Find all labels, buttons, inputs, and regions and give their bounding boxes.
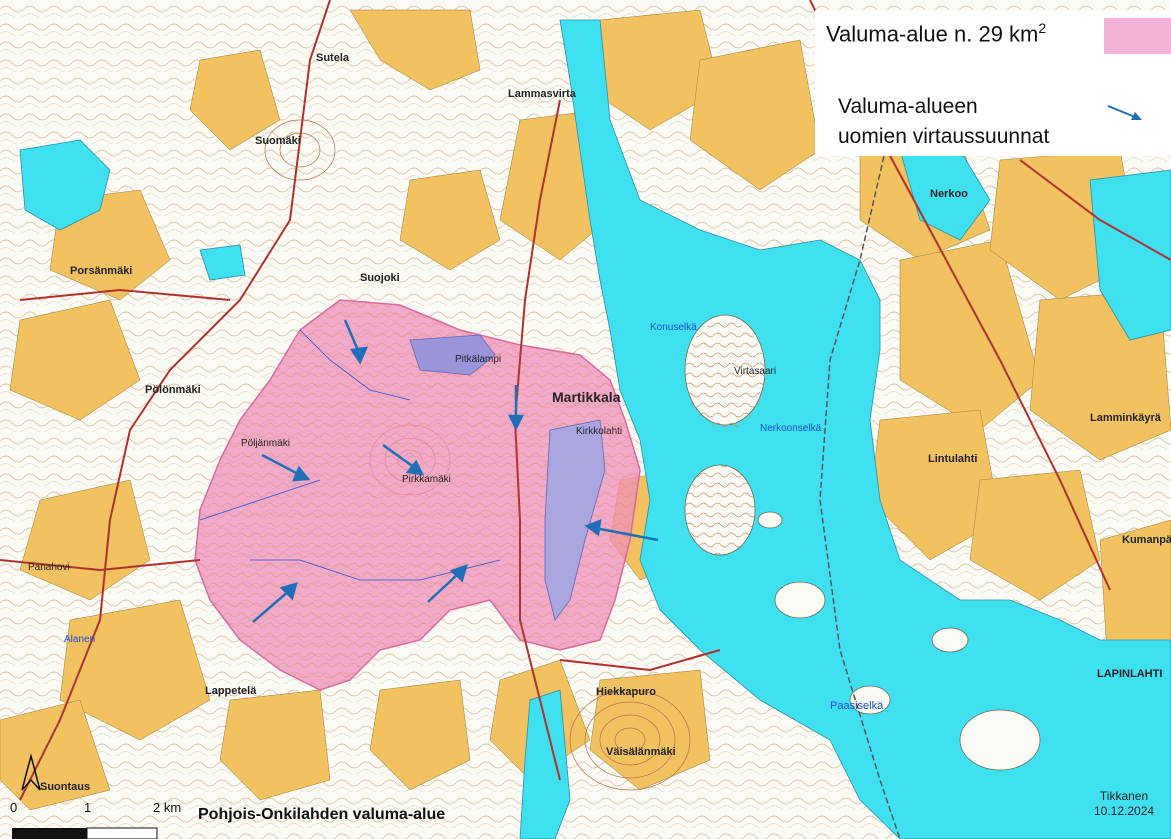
- flow-arrow-7: [252, 582, 298, 623]
- place-label-alanen: Alanen: [64, 634, 96, 645]
- flow-arrow-4: [382, 443, 425, 476]
- place-label-vaisalanmaki: Väisälänmäki: [606, 746, 676, 758]
- author-credit: Tikkanen 10.12.2024: [1094, 789, 1154, 819]
- place-label-suomaki: Suomäki: [255, 135, 301, 147]
- flow-arrow-2: [507, 385, 525, 431]
- legend-flow-line-2: uomien virtaussuunnat: [838, 125, 1050, 148]
- place-label-nerkoo: Nerkoo: [930, 188, 968, 200]
- legend-area-swatch: [1104, 18, 1171, 54]
- place-label-panahovi: Panahovi: [28, 562, 70, 573]
- place-label-pirkkamaki: Pirkkamäki: [402, 474, 451, 485]
- railway: [819, 129, 901, 839]
- islands: [684, 314, 1041, 771]
- legend-area-unit-superscript: 2: [1038, 20, 1047, 36]
- place-label-sutela: Sutela: [316, 52, 350, 64]
- place-label-nerkoonselka: Nerkoonselkä: [760, 423, 822, 434]
- place-label-suontaus: Suontaus: [40, 781, 91, 793]
- onkilahti-lake: [544, 419, 606, 621]
- place-label-lapinlahti: LAPINLAHTI: [1097, 668, 1163, 680]
- flow-arrow-3: [261, 453, 311, 482]
- author-date: 10.12.2024: [1094, 804, 1155, 818]
- legend-area-label: Valuma-alue n. 29 km2: [826, 20, 1047, 47]
- place-label-paasiselka: Paasiselkä: [830, 700, 884, 712]
- place-label-lammasvirta: Lammasvirta: [508, 88, 576, 100]
- place-label-martikkala: Martikkala: [552, 389, 621, 405]
- place-label-hiekkapuro: Hiekkapuro: [596, 686, 656, 698]
- scale-label-zero: 0: [10, 800, 18, 815]
- place-label-pitkalampi: Pitkälampi: [455, 354, 502, 365]
- place-label-kirkkolahti: Kirkkolahti: [576, 426, 623, 437]
- flow-arrow-1: [343, 319, 369, 365]
- place-label-polonmaki: Pölönmäki: [145, 384, 201, 396]
- place-label-lintulahti: Lintulahti: [928, 453, 978, 465]
- map-title: Pohjois-Onkilahden valuma-alue: [198, 806, 446, 823]
- legend-flow-arrow-icon: [1107, 105, 1142, 120]
- flow-arrows: [252, 319, 659, 623]
- place-label-poljanmaki: Pöljänmäki: [241, 438, 290, 449]
- place-label-lamminkayra: Lamminkäyrä: [1090, 412, 1161, 424]
- place-label-virtasaari: Virtasaari: [734, 366, 777, 377]
- north-arrow-icon: [21, 753, 41, 791]
- place-label-konuselka: Konuselkä: [650, 322, 697, 333]
- scale-bar: [12, 827, 158, 839]
- scale-label-one: 1: [84, 800, 92, 815]
- place-label-kumanpaa: Kumanpää: [1122, 534, 1171, 546]
- place-label-lappetela: Lappetelä: [205, 685, 257, 697]
- streams: [199, 329, 501, 581]
- place-label-porsanmaki: Porsänmäki: [70, 265, 133, 277]
- place-label-suojoki: Suojoki: [360, 272, 400, 284]
- legend-flow-label: Valuma-alueen uomien virtaussuunnat: [838, 92, 1049, 152]
- flow-arrow-5: [584, 519, 659, 542]
- scale-label-two: 2 km: [153, 800, 182, 815]
- author-name: Tikkanen: [1099, 789, 1149, 803]
- flow-arrow-6: [427, 564, 468, 603]
- legend-flow-line-1: Valuma-alueen: [838, 95, 978, 118]
